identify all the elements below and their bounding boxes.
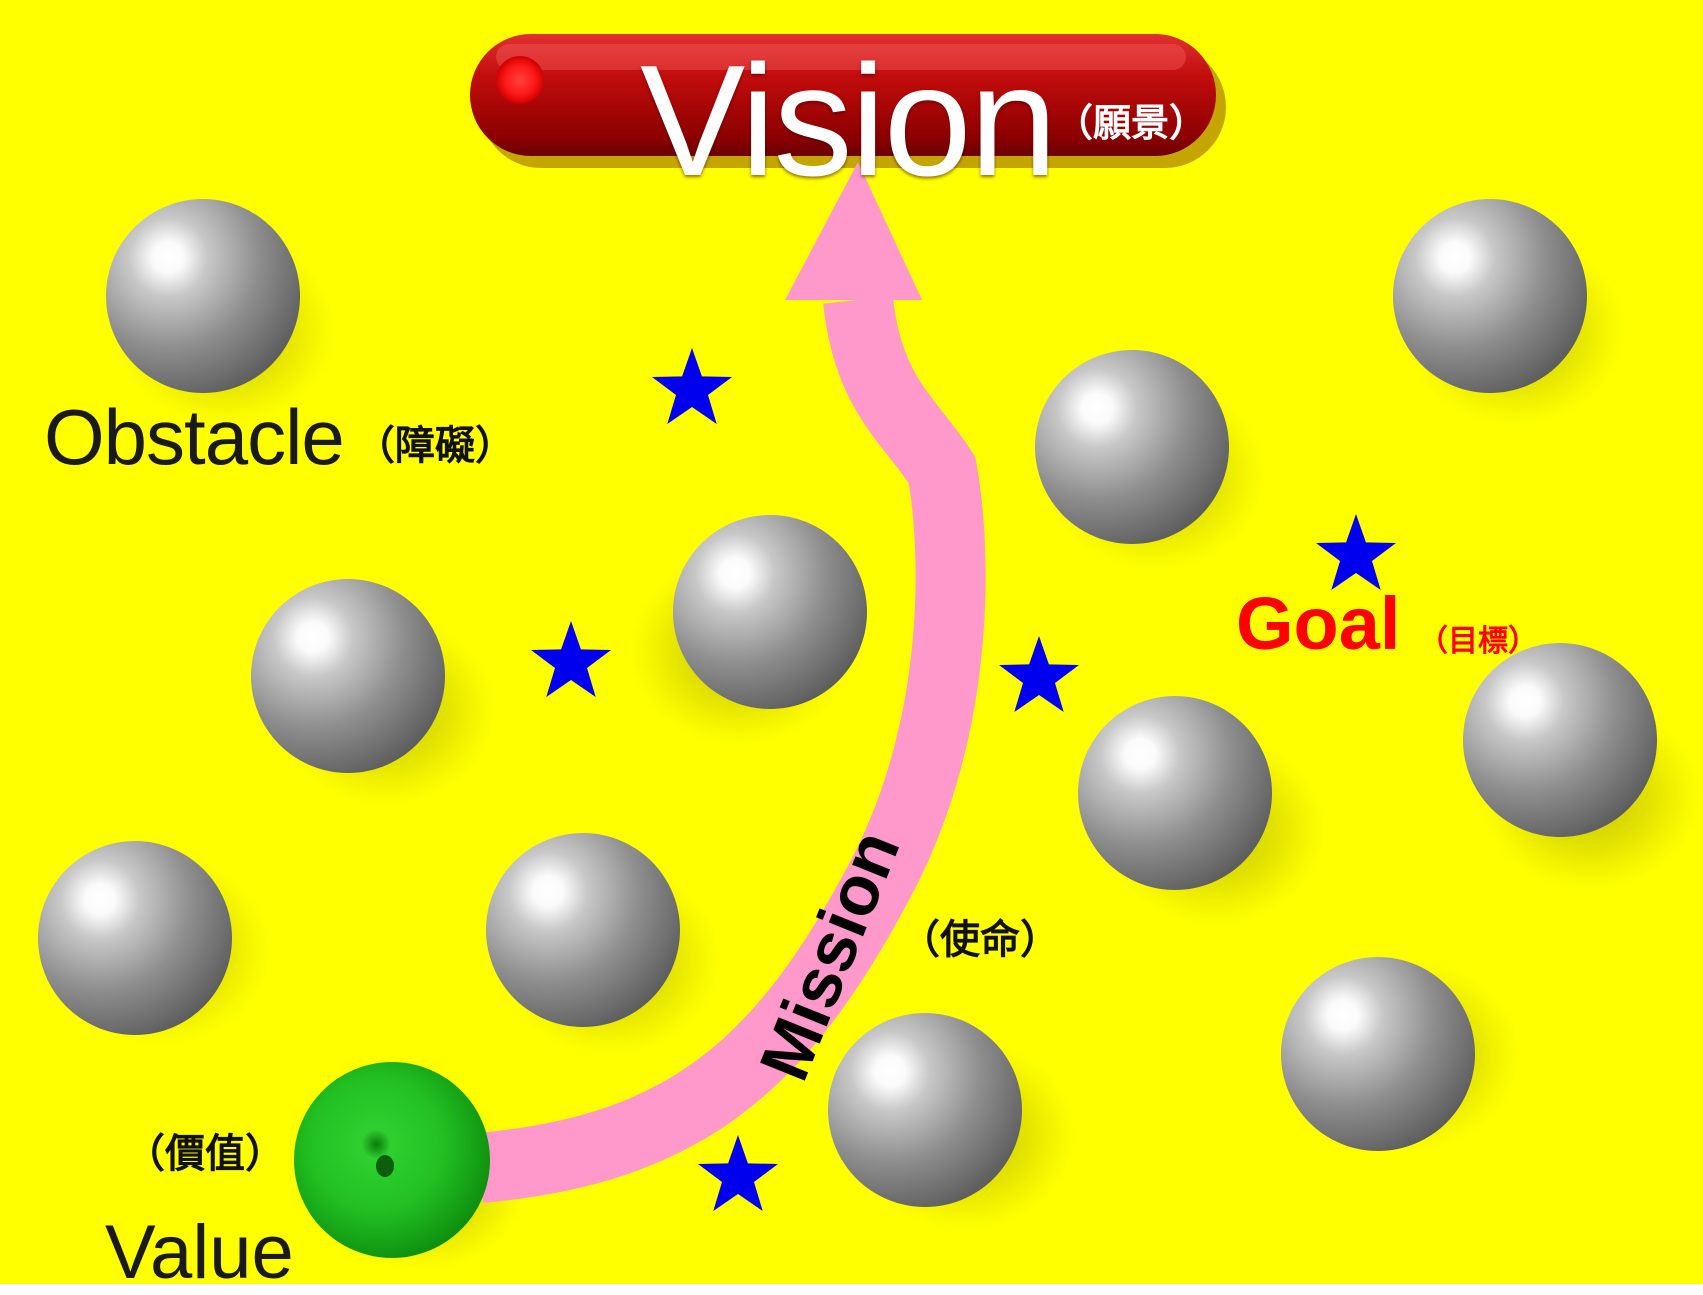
gray-sphere-icon [1035,350,1229,544]
gray-sphere-icon [1281,957,1475,1151]
mission-chinese-label: （使命） [900,920,1060,960]
value-sphere [294,1062,490,1258]
gray-sphere-icon [828,1013,1022,1207]
gray-sphere-icon [1393,199,1587,393]
gray-sphere-icon [251,579,445,773]
value-chinese-label: （價值） [125,1134,285,1174]
value-label: Value [105,1215,294,1291]
obstacle-label: Obstacle [44,398,344,476]
pill-highlight-icon [496,56,544,104]
gray-sphere-icon [38,841,232,1035]
vision-chinese-label: （願景） [1055,104,1207,142]
gray-sphere-icon [106,199,300,393]
gray-sphere-icon [1463,643,1657,837]
gray-sphere-icon [673,515,867,709]
goal-label: Goal [1236,587,1400,661]
gray-sphere-icon [1078,696,1272,890]
obstacle-chinese-label: （障礙） [355,426,515,466]
gray-sphere-icon [486,833,680,1027]
goal-chinese-label: （目標） [1418,627,1538,657]
vision-title: Vision [640,42,1055,200]
